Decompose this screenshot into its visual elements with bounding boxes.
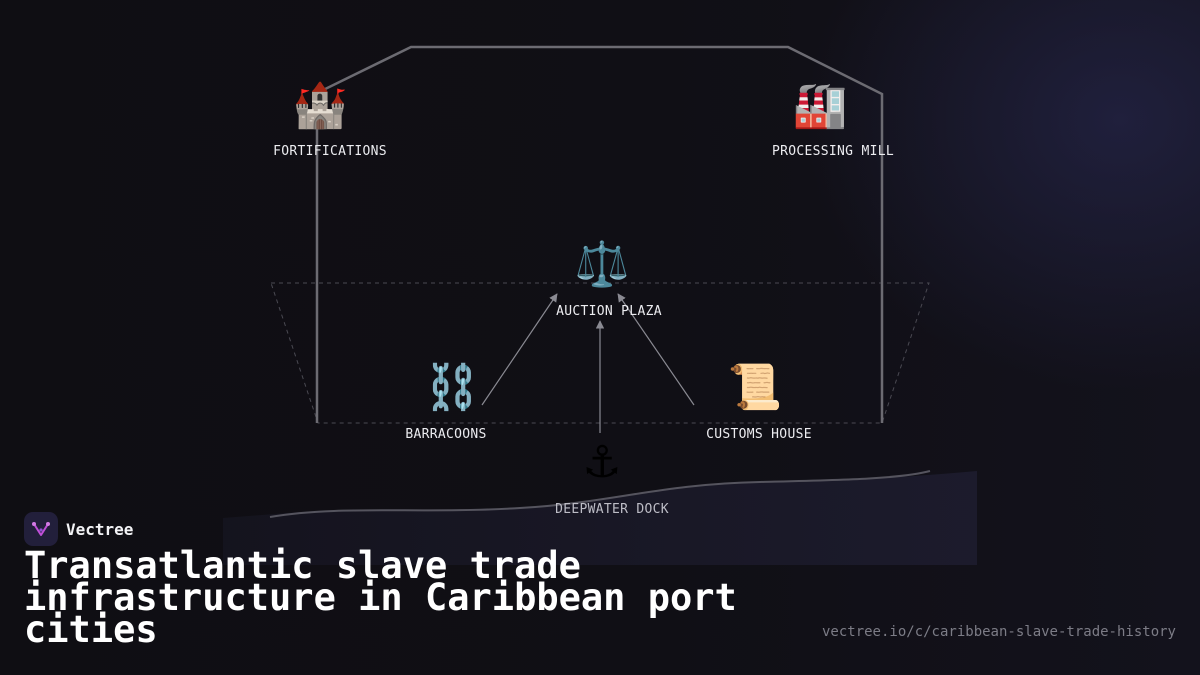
city-wall	[315, 45, 884, 423]
anchor-icon: ⚓	[582, 437, 622, 488]
edge-customs-house-to-auction-plaza	[617, 293, 695, 406]
shoreline-water	[223, 471, 977, 565]
node-label-fortifications: FORTIFICATIONS	[273, 144, 387, 159]
node-label-customs-house: CUSTOMS HOUSE	[706, 427, 812, 442]
harbor-district-outline	[270, 282, 930, 424]
chains-icon: ⛓️	[424, 362, 480, 413]
node-label-auction-plaza: AUCTION PLAZA	[556, 304, 662, 319]
scales-icon: ⚖️	[574, 239, 630, 290]
factory-icon: 🏭	[792, 80, 848, 131]
scroll-icon: 📜	[727, 362, 783, 413]
brand: Vectree	[24, 512, 133, 546]
node-label-processing-mill: PROCESSING MILL	[772, 144, 894, 159]
shoreline-curve	[269, 470, 931, 518]
source-url[interactable]: vectree.io/c/caribbean-slave-trade-histo…	[821, 624, 1176, 640]
edge-barracoons-to-auction-plaza	[481, 293, 558, 406]
page-title: Transatlantic slave trade infrastructure…	[24, 544, 737, 651]
brand-name: Vectree	[66, 519, 134, 539]
node-label-barracoons: BARRACOONS	[405, 427, 487, 442]
vectree-logo-icon	[24, 512, 58, 546]
castle-icon: 🏰	[292, 80, 348, 131]
node-label-deepwater-dock: DEEPWATER DOCK	[555, 502, 669, 517]
